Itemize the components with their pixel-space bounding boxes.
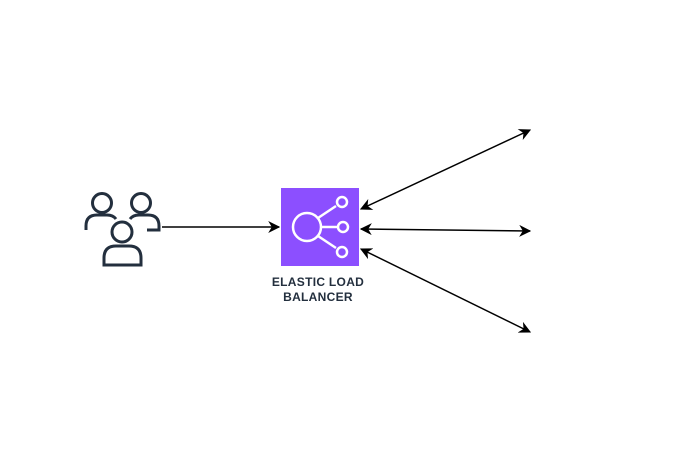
connector-lb-to-instance-1 — [359, 129, 532, 210]
connector-lb-to-instance-3 — [359, 248, 532, 333]
load-balancer-label-line2: BALANCER — [283, 290, 353, 304]
elastic-load-balancer-icon[interactable] — [281, 188, 359, 266]
connector-lb-to-instance-2 — [359, 223, 532, 237]
load-balancer-label-line1: ELASTIC LOAD — [271, 275, 365, 289]
users-icon[interactable] — [84, 192, 161, 267]
load-balancer-label: ELASTIC LOAD BALANCER — [255, 275, 381, 305]
